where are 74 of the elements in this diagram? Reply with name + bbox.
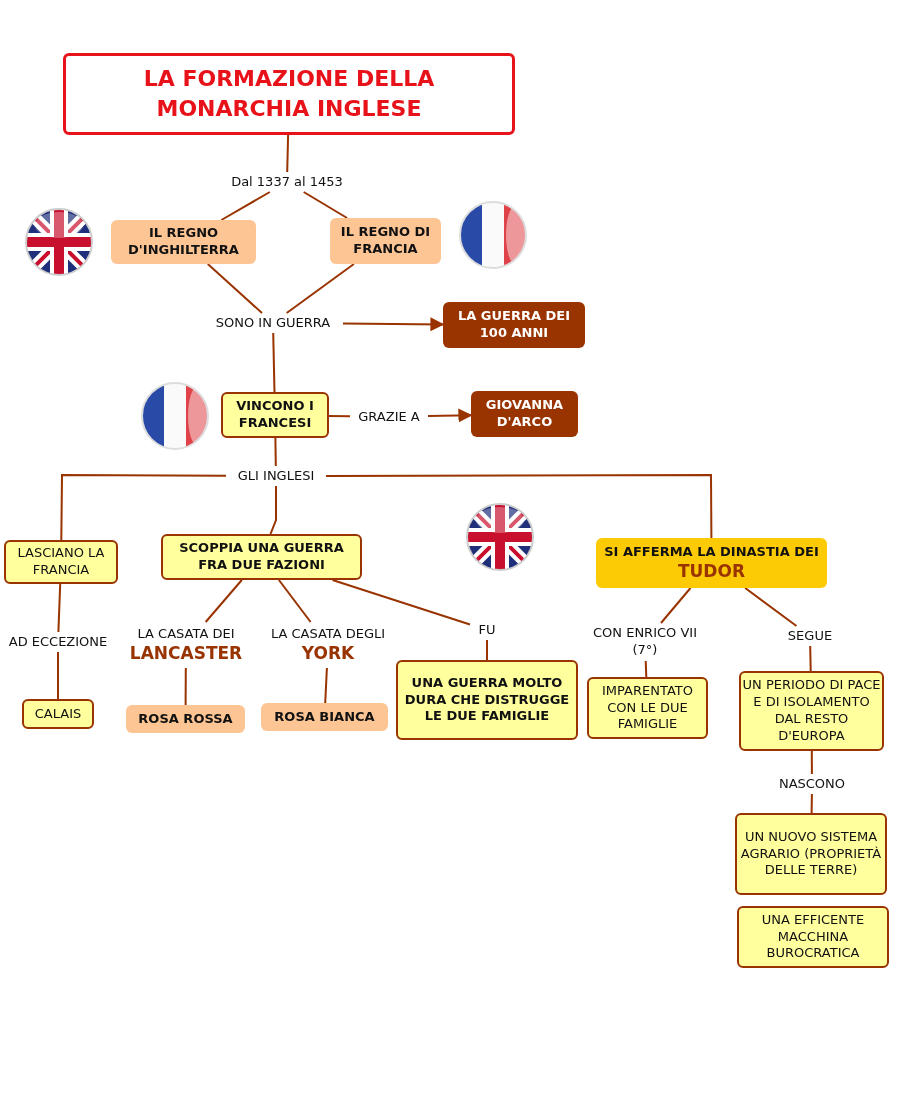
link-label: GRAZIE A: [358, 408, 420, 426]
connector-line: [269, 485, 277, 535]
box-text: VINCONO I FRANCESI: [235, 398, 315, 432]
connector-line: [274, 437, 277, 467]
link-label: CON ENRICO VII (7°): [592, 625, 698, 659]
concept-box: [443, 302, 585, 348]
concept-box: [735, 813, 887, 895]
link-label: Dal 1337 al 1453: [231, 173, 343, 191]
concept-box: [221, 392, 329, 438]
house-name: YORK: [301, 642, 355, 665]
box-text: SI AFFERMA LA DINASTIA DEI TUDOR: [603, 543, 820, 583]
connector-line: [325, 474, 713, 539]
link-label: AD ECCEZIONE: [8, 633, 108, 651]
connector-line: [302, 191, 349, 219]
connector-line: [644, 660, 648, 678]
connector-line: [810, 793, 813, 814]
concept-box: [330, 218, 441, 264]
connector-line: [324, 667, 328, 704]
connector-line: [184, 667, 187, 706]
connector-line: [57, 651, 59, 700]
connector-line: [204, 579, 243, 623]
link-label: SEGUE: [787, 627, 833, 645]
box-text: UNA GUERRA MOLTO DURA CHE DISTRUGGE LE DUE FAMIGLIE: [403, 674, 571, 726]
box-text: SCOPPIA UNA GUERRA FRA DUE FAZIONI: [178, 540, 345, 574]
concept-box: [111, 220, 256, 264]
concept-box: [161, 534, 362, 580]
connector-line: [206, 263, 263, 314]
connector-line: [277, 579, 312, 623]
arrow: [427, 408, 473, 423]
box-text: UNA EFFICENTE MACCHINA BUROCRATICA: [760, 911, 866, 963]
concept-box: [396, 660, 578, 740]
box-text: IL REGNO DI FRANCIA: [339, 224, 432, 258]
connector-line: [60, 474, 227, 541]
connector-line: [810, 750, 813, 775]
link-label: LA CASATA DEGLI: [270, 625, 386, 643]
connector-line: [744, 587, 798, 627]
connector-line: [272, 332, 276, 393]
link-label: SONO IN GUERRA: [215, 314, 331, 332]
box-text: ROSA ROSSA: [138, 710, 233, 728]
box-text: ROSA BIANCA: [274, 708, 375, 726]
box-text: CALAIS: [34, 705, 82, 723]
box-text: UN PERIODO DI PACE E DI ISOLAMENTO DAL RESTO D'EUROPA: [741, 677, 882, 745]
title-box: [63, 53, 515, 135]
link-label: FU: [478, 621, 496, 639]
box-text: IL REGNO D'INGHILTERRA: [127, 225, 240, 259]
link-label: NASCONO: [778, 775, 846, 793]
box-text: UN NUOVO SISTEMA AGRARIO (PROPRIETÀ DELLE TERRE): [739, 828, 883, 880]
concept-box: [596, 538, 827, 588]
connector-line: [660, 587, 692, 624]
connector-line: [57, 583, 62, 633]
link-label: GLI INGLESI: [237, 467, 315, 485]
box-text: IMPARENTATO CON LE DUE FAMIGLIE: [601, 682, 694, 734]
connector-line: [809, 645, 812, 672]
connector-line: [220, 191, 271, 221]
concept-box: [22, 699, 94, 729]
box-text: LASCIANO LA FRANCIA: [16, 545, 106, 579]
connector-line: [286, 134, 290, 173]
box-text: GIOVANNA D'ARCO: [484, 397, 565, 431]
concept-box: [4, 540, 118, 584]
connector-line: [331, 579, 471, 626]
arrow: [342, 317, 445, 332]
link-label: LA CASATA DEI: [137, 625, 235, 643]
concept-box: [739, 671, 884, 751]
concept-box: [471, 391, 578, 437]
connector-line: [486, 639, 488, 661]
connector-line: [285, 263, 355, 314]
box-text: LA GUERRA DEI 100 ANNI: [456, 308, 572, 342]
concept-box: [261, 703, 388, 731]
connector-line: [328, 414, 351, 418]
concept-box: [587, 677, 708, 739]
concept-box: [126, 705, 245, 733]
box-text: LA FORMAZIONE DELLA MONARCHIA INGLESE: [142, 65, 436, 123]
concept-box: [737, 906, 889, 968]
house-name: LANCASTER: [129, 642, 243, 665]
